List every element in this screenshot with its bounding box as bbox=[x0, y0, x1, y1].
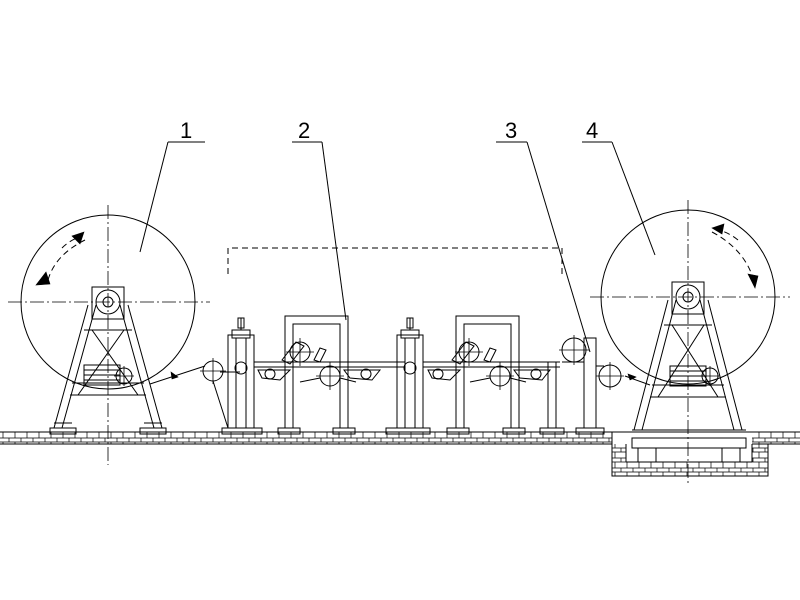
callout-1: 1 bbox=[180, 118, 192, 143]
tension-roller-group bbox=[559, 335, 624, 435]
processing-unit-a bbox=[221, 315, 405, 435]
unwinder-foundation-pit bbox=[611, 432, 769, 477]
right-rewind-roll-stand bbox=[590, 200, 790, 485]
callout-leaders bbox=[139, 141, 656, 353]
callout-3: 3 bbox=[505, 118, 517, 143]
left-unwind-roll-stand bbox=[8, 205, 210, 465]
callout-4: 4 bbox=[586, 118, 598, 143]
enclosure-outline bbox=[227, 247, 563, 275]
entry-guide-roller bbox=[200, 358, 229, 429]
callout-2: 2 bbox=[298, 118, 310, 143]
paper-web-path bbox=[149, 365, 651, 386]
ground-floor bbox=[0, 431, 800, 445]
processing-unit-b bbox=[385, 315, 565, 435]
